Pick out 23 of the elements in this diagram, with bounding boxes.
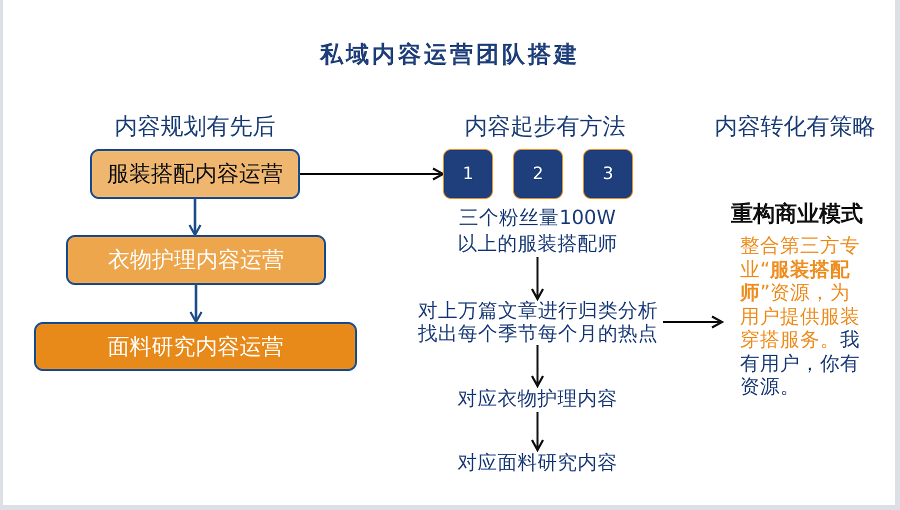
process-box: 服装搭配内容运营 <box>90 149 300 199</box>
flow-text: 对上万篇文章进行归类分析找出每个季节每个月的热点 <box>413 299 663 345</box>
arrow <box>530 257 544 300</box>
diagram-title: 私域内容运营团队搭建 <box>318 41 581 70</box>
step-number-tile: 1 <box>443 149 493 199</box>
step-number-tile: 2 <box>513 149 563 199</box>
arrow <box>530 412 544 452</box>
column-heading: 内容起步有方法 <box>464 113 626 142</box>
section-heading: 重构商业模式 <box>730 201 864 229</box>
flow-text: 对应面料研究内容 <box>445 450 630 476</box>
arrow <box>188 199 202 236</box>
flow-text: 对应衣物护理内容 <box>445 386 630 412</box>
process-box: 面料研究内容运营 <box>34 322 357 371</box>
arrow <box>663 315 724 329</box>
arrow <box>189 285 203 324</box>
column-heading: 内容转化有策略 <box>714 113 876 142</box>
arrow <box>300 167 444 181</box>
arrow <box>530 345 544 388</box>
body-text: 整合第三方专业“服装搭配师”资源，为用户提供服装穿搭服务。我有用户，你有资源。 <box>740 234 861 398</box>
column-heading: 内容规划有先后 <box>114 113 276 142</box>
step-number-tile: 3 <box>583 149 633 199</box>
flow-text: 三个粉丝量100W以上的服装搭配师 <box>455 205 620 257</box>
process-box: 衣物护理内容运营 <box>66 235 326 285</box>
